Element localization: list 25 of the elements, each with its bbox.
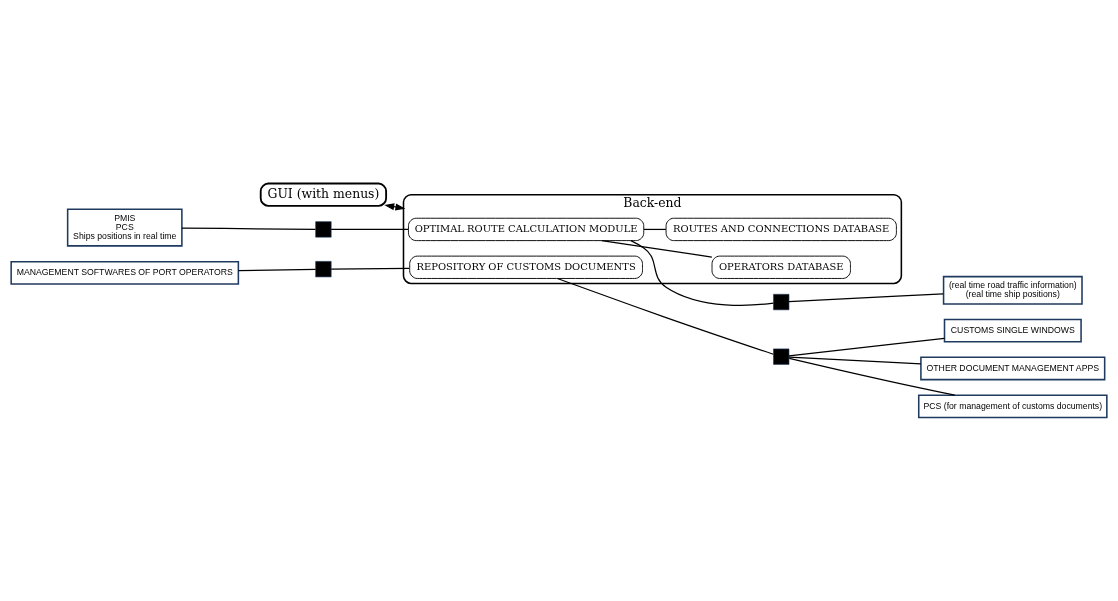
connector: [630, 240, 775, 306]
connector: [556, 277, 774, 355]
node-box: MANAGEMENT SOFTWARES OF PORT OPERATORS: [10, 260, 240, 285]
connector: [643, 228, 667, 231]
node-box: PMIS PCS Ships positions in real time: [66, 208, 183, 247]
node-box: [773, 294, 790, 311]
connector: [788, 337, 946, 357]
node-box: [315, 261, 332, 278]
connector: [330, 228, 410, 231]
node-box: GUI (with menus): [259, 182, 388, 207]
node-box: OPTIMAL ROUTE CALCULATION MODULE: [408, 217, 645, 242]
connector: [330, 267, 411, 270]
node-box: PCS (for management of customs documents): [917, 394, 1108, 419]
node-box: OTHER DOCUMENT MANAGEMENT APPS: [920, 356, 1106, 381]
node-box: [315, 221, 332, 238]
node-box: REPOSITORY OF CUSTOMS DOCUMENTS: [409, 255, 643, 279]
connector: [237, 268, 317, 272]
connector: [181, 227, 317, 230]
node-box: (real time road traffic information) (real time ship positions): [942, 275, 1083, 305]
node-box: OPERATORS DATABASE: [711, 255, 851, 279]
node-box: ROUTES AND CONNECTIONS DATABASE: [665, 217, 897, 242]
node-box: CUSTOMS SINGLE WINDOWS: [943, 318, 1082, 343]
connector: [788, 293, 944, 303]
connector: [788, 356, 922, 365]
node-box: [773, 348, 790, 365]
